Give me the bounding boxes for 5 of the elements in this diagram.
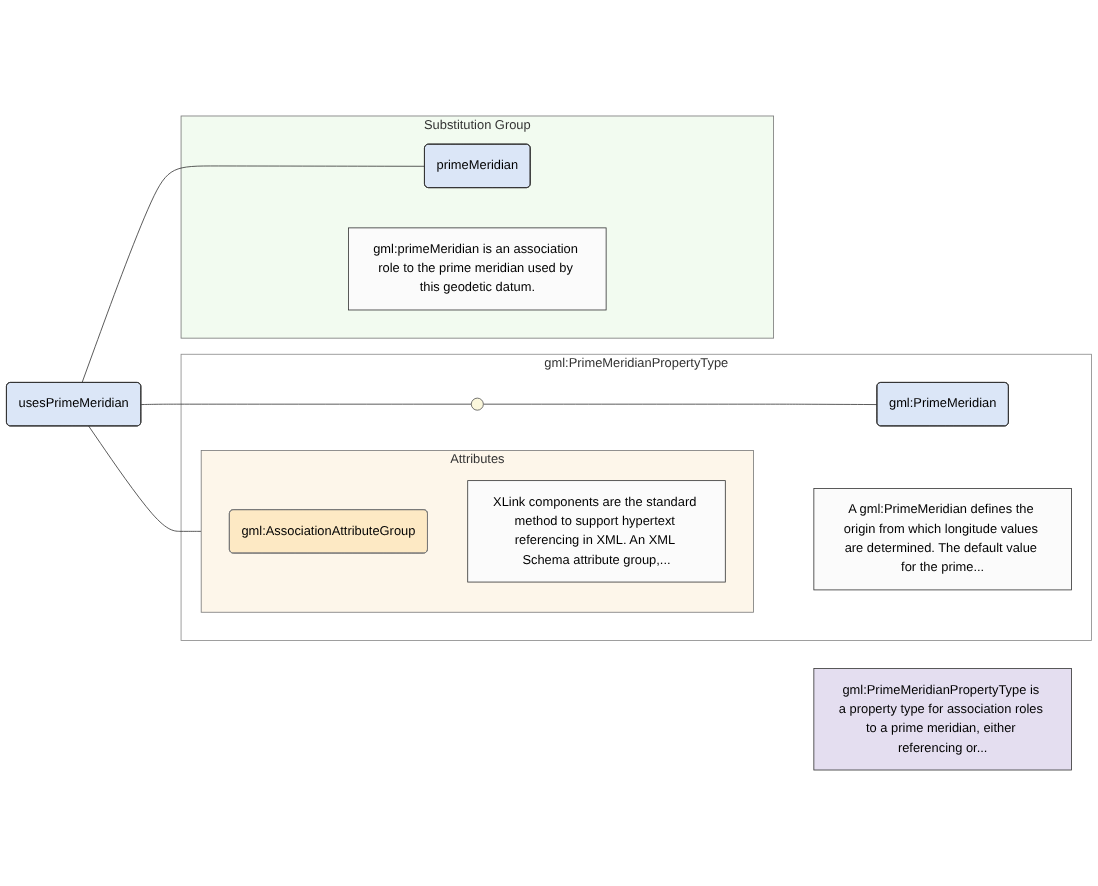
connector [88, 425, 202, 532]
connector [140, 403, 472, 405]
connector [81, 165, 426, 384]
node-circle [470, 397, 484, 411]
connector [482, 403, 878, 405]
